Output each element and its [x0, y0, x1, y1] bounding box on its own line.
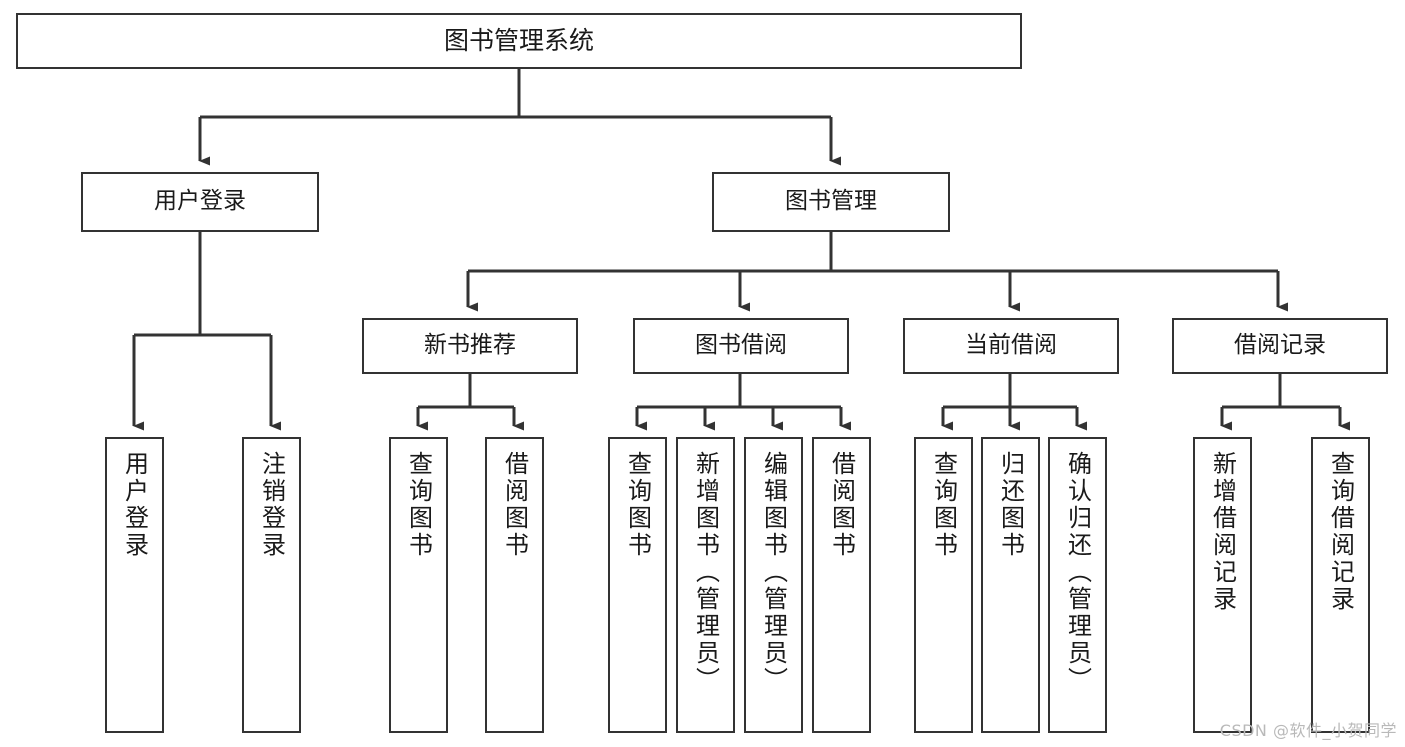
node-user-logout[interactable]: 注销登录 [242, 437, 301, 733]
node-borrow-add-book[interactable]: 新增图书（管理员） [676, 437, 735, 733]
node-root[interactable]: 图书管理系统 [16, 13, 1022, 69]
node-current-borrow-label: 当前借阅 [965, 332, 1057, 359]
node-current-confirm-return-label: 确认归还（管理员） [1063, 451, 1092, 694]
node-borrow-borrow-book[interactable]: 借阅图书 [812, 437, 871, 733]
node-record-query-label: 查询借阅记录 [1326, 451, 1355, 613]
node-user-logout-label: 注销登录 [257, 451, 286, 559]
node-borrow-query-book-label: 查询图书 [623, 451, 652, 559]
node-user-login-do[interactable]: 用户登录 [105, 437, 164, 733]
node-record-add-label: 新增借阅记录 [1208, 451, 1237, 613]
node-new-book-recommend-label: 新书推荐 [424, 332, 516, 359]
node-record-query[interactable]: 查询借阅记录 [1311, 437, 1370, 733]
node-current-return-book[interactable]: 归还图书 [981, 437, 1040, 733]
node-borrow-add-book-label: 新增图书（管理员） [691, 451, 720, 694]
node-current-confirm-return[interactable]: 确认归还（管理员） [1048, 437, 1107, 733]
node-borrow-record[interactable]: 借阅记录 [1172, 318, 1388, 374]
node-current-query-book-label: 查询图书 [929, 451, 958, 559]
node-book-management[interactable]: 图书管理 [712, 172, 950, 232]
node-current-return-book-label: 归还图书 [996, 451, 1025, 559]
node-user-login[interactable]: 用户登录 [81, 172, 319, 232]
node-root-label: 图书管理系统 [443, 26, 594, 56]
node-recommend-query-book[interactable]: 查询图书 [389, 437, 448, 733]
node-borrow-edit-book[interactable]: 编辑图书（管理员） [744, 437, 803, 733]
watermark: CSDN @软件_小贺同学 [1219, 721, 1397, 740]
node-recommend-query-book-label: 查询图书 [404, 451, 433, 559]
node-recommend-borrow-book-label: 借阅图书 [500, 451, 529, 559]
node-current-borrow[interactable]: 当前借阅 [903, 318, 1119, 374]
node-borrow-query-book[interactable]: 查询图书 [608, 437, 667, 733]
node-borrow-record-label: 借阅记录 [1234, 332, 1326, 359]
node-recommend-borrow-book[interactable]: 借阅图书 [485, 437, 544, 733]
node-book-borrow-label: 图书借阅 [695, 332, 787, 359]
node-book-management-label: 图书管理 [785, 188, 877, 215]
node-borrow-edit-book-label: 编辑图书（管理员） [759, 451, 788, 694]
node-user-login-do-label: 用户登录 [120, 451, 149, 559]
node-user-login-label: 用户登录 [154, 188, 246, 215]
node-book-borrow[interactable]: 图书借阅 [633, 318, 849, 374]
node-record-add[interactable]: 新增借阅记录 [1193, 437, 1252, 733]
node-borrow-borrow-book-label: 借阅图书 [827, 451, 856, 559]
node-new-book-recommend[interactable]: 新书推荐 [362, 318, 578, 374]
node-current-query-book[interactable]: 查询图书 [914, 437, 973, 733]
